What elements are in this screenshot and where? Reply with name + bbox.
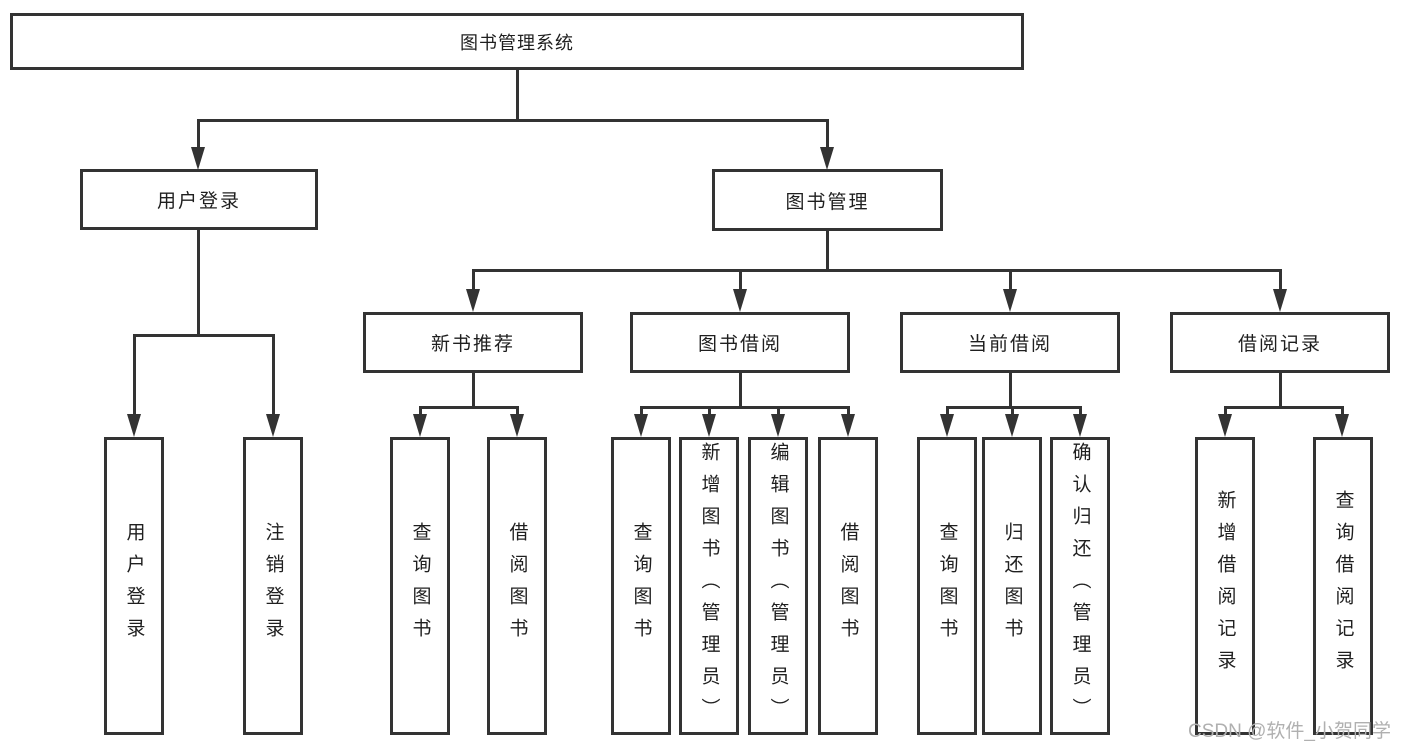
arrow-down-icon (1273, 289, 1287, 312)
connector-line (516, 70, 519, 120)
node-label: 图书管理系统 (460, 32, 574, 53)
node-label: 查询图书 (409, 522, 431, 650)
leaf-borrow-books: 借阅图书 (818, 437, 878, 735)
watermark: CSDN @软件_小贺同学 (1188, 721, 1391, 742)
leaf-query-borrow-record: 查询借阅记录 (1313, 437, 1373, 735)
node-user-login: 用户登录 (80, 169, 318, 230)
connector-line (640, 406, 643, 415)
connector-line (777, 406, 780, 415)
node-label: 查询借阅记录 (1332, 490, 1354, 682)
connector-line (739, 373, 742, 409)
arrow-down-icon (266, 414, 280, 437)
arrow-down-icon (1005, 414, 1019, 437)
connector-line (472, 269, 1282, 272)
connector-line (1009, 269, 1012, 291)
node-label: 用户登录 (123, 522, 145, 650)
node-label: 注销登录 (262, 522, 284, 650)
node-book-management: 图书管理 (712, 169, 943, 231)
leaf-query-books-current: 查询图书 (917, 437, 977, 735)
node-label: 新增借阅记录 (1214, 490, 1236, 682)
node-label: 确认归还（管理员） (1069, 442, 1091, 730)
connector-line (640, 406, 849, 409)
connector-line (1341, 406, 1344, 415)
node-label: 借阅记录 (1237, 334, 1322, 355)
node-new-book-recommend: 新书推荐 (363, 312, 583, 373)
node-label: 图书借阅 (697, 334, 782, 355)
connector-line (472, 373, 475, 409)
node-label: 借阅图书 (837, 522, 859, 650)
node-current-borrowing: 当前借阅 (900, 312, 1120, 373)
connector-line (826, 119, 829, 147)
node-label: 借阅图书 (506, 522, 528, 650)
connector-line (1079, 406, 1082, 415)
arrow-down-icon (191, 147, 205, 170)
arrow-down-icon (1218, 414, 1232, 437)
leaf-logout: 注销登录 (243, 437, 303, 735)
arrow-down-icon (127, 414, 141, 437)
node-borrowing-records: 借阅记录 (1170, 312, 1390, 373)
connector-line (1279, 269, 1282, 291)
connector-line (1224, 406, 1344, 409)
arrow-down-icon (466, 289, 480, 312)
arrow-down-icon (702, 414, 716, 437)
connector-line (1009, 373, 1012, 409)
node-label: 查询图书 (630, 522, 652, 650)
connector-line (946, 406, 949, 415)
connector-line (197, 119, 200, 147)
connector-line (708, 406, 711, 415)
connector-line (419, 406, 519, 409)
arrow-down-icon (771, 414, 785, 437)
arrow-down-icon (733, 289, 747, 312)
connector-line (133, 334, 136, 414)
node-label: 查询图书 (936, 522, 958, 650)
connector-line (946, 406, 1082, 409)
node-label: 编辑图书（管理员） (767, 442, 789, 730)
node-library-management-system: 图书管理系统 (10, 13, 1024, 70)
arrow-down-icon (1073, 414, 1087, 437)
arrow-down-icon (841, 414, 855, 437)
connector-line (1011, 406, 1014, 415)
leaf-query-books-borrowing: 查询图书 (611, 437, 671, 735)
leaf-user-login: 用户登录 (104, 437, 164, 735)
connector-line (1224, 406, 1227, 415)
connector-line (472, 269, 475, 291)
leaf-return-books: 归还图书 (982, 437, 1042, 735)
connector-line (739, 269, 742, 291)
arrow-down-icon (413, 414, 427, 437)
leaf-confirm-return-admin: 确认归还（管理员） (1050, 437, 1110, 735)
leaf-add-books-admin: 新增图书（管理员） (679, 437, 739, 735)
arrow-down-icon (634, 414, 648, 437)
connector-line (197, 230, 200, 336)
connector-line (272, 334, 275, 414)
connector-line (516, 406, 519, 415)
connector-line (826, 231, 829, 272)
arrow-down-icon (1335, 414, 1349, 437)
node-book-borrowing: 图书借阅 (630, 312, 850, 373)
connector-line (1279, 373, 1282, 409)
node-label: 用户登录 (156, 191, 241, 212)
connector-line (847, 406, 850, 415)
arrow-down-icon (510, 414, 524, 437)
node-label: 当前借阅 (967, 334, 1052, 355)
arrow-down-icon (940, 414, 954, 437)
leaf-edit-books-admin: 编辑图书（管理员） (748, 437, 808, 735)
node-label: 归还图书 (1001, 522, 1023, 650)
arrow-down-icon (820, 147, 834, 170)
leaf-add-borrow-record: 新增借阅记录 (1195, 437, 1255, 735)
connector-line (419, 406, 422, 415)
node-label: 图书管理 (785, 191, 870, 213)
node-label: 新书推荐 (430, 334, 515, 355)
leaf-borrow-books-recommend: 借阅图书 (487, 437, 547, 735)
leaf-query-books-recommend: 查询图书 (390, 437, 450, 735)
node-label: 新增图书（管理员） (698, 442, 720, 730)
connector-line (197, 119, 829, 122)
arrow-down-icon (1003, 289, 1017, 312)
connector-line (133, 334, 275, 337)
